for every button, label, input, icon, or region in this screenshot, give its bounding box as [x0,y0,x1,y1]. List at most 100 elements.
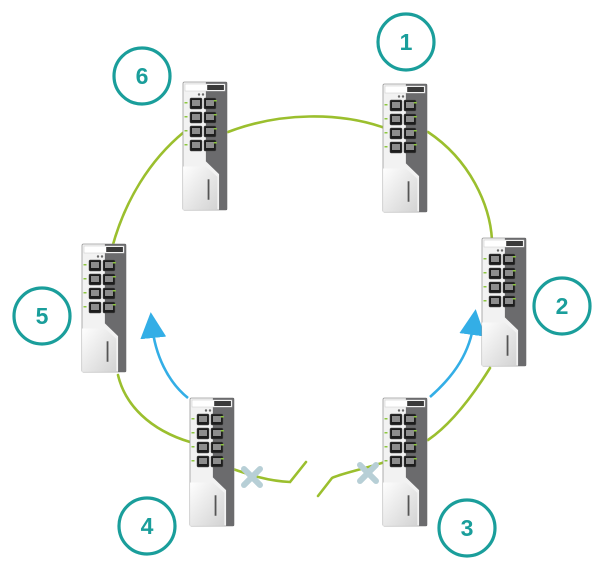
link-led-icon [413,430,417,432]
led-icon [208,409,212,412]
brand-logo-icon [506,241,523,246]
link-led-icon [112,304,116,306]
model-label-mark [407,181,410,202]
ethernet-port-icon [502,295,516,308]
led-icon [201,93,205,96]
link-led-icon [413,116,417,118]
model-label-mark [207,179,210,200]
ethernet-port-icon [502,267,516,280]
redirect-arrows [140,309,486,400]
switch-2 [481,237,527,367]
link-led-icon [512,284,516,286]
ethernet-port-icon [88,287,102,300]
brand-logo-icon [207,85,224,90]
switch-brand-strip [483,239,525,248]
link-2-3 [426,366,492,442]
link-1-2 [426,130,494,242]
node-number-label: 1 [400,29,413,55]
link-break-marks [241,462,379,488]
arrow-3-to-2 [429,309,486,398]
link-led-icon [220,416,224,418]
model-label-mark [106,341,109,362]
ethernet-port-icon [488,267,502,280]
x-mark-icon [357,462,379,484]
link-4-5 [116,373,192,444]
link-led-icon [83,292,87,294]
ethernet-port-icon [189,111,203,124]
switch-front-panel [383,168,418,212]
ethernet-port-icon [389,99,403,112]
link-led-icon [413,416,417,418]
ethernet-port-icon [389,113,403,126]
link-led-icon [483,258,487,260]
ethernet-port-icon [210,427,224,440]
ethernet-port-icon [102,301,116,314]
link-led-icon [213,100,217,102]
ethernet-port-icon [88,259,102,272]
link-led-icon [83,306,87,308]
link-led-icon [112,276,116,278]
link-led-icon [191,446,195,448]
ethernet-port-icon [210,441,224,454]
ethernet-port-icon [88,301,102,314]
link-led-icon [384,118,388,120]
ethernet-port-icon [403,127,417,140]
link-led-icon [83,278,87,280]
ethernet-port-icon [189,125,203,138]
link-led-icon [413,458,417,460]
ethernet-port-icon [203,125,217,138]
link-led-icon [413,144,417,146]
ethernet-port-icon [203,97,217,110]
ethernet-port-icon [488,253,502,266]
ethernet-port-icon [196,427,210,440]
switch-5 [81,243,127,373]
switch-front-panel [190,482,225,526]
ethernet-port-icon [210,413,224,426]
led-icon [204,409,208,412]
link-led-icon [184,144,188,146]
ethernet-port-icon [88,273,102,286]
ethernet-port-icon [389,427,403,440]
ethernet-port-icon [102,273,116,286]
link-led-icon [512,270,516,272]
node-badge-4: 4 [117,496,177,556]
link-5-6 [110,130,186,250]
switch-brand-strip [384,399,426,408]
led-icon [397,409,401,412]
led-icon [397,95,401,98]
node-number-label: 3 [461,515,474,541]
link-led-icon [483,300,487,302]
link-led-icon [384,432,388,434]
ethernet-port-icon [389,441,403,454]
switch-brand-strip [83,245,125,254]
led-icon [96,255,100,258]
ethernet-port-icon [488,281,502,294]
switch-4 [189,397,235,527]
arrow-4-to-5 [140,312,189,400]
switch-brand-strip [384,85,426,94]
link-led-icon [191,432,195,434]
link-led-icon [384,460,388,462]
link-led-icon [384,446,388,448]
link-led-icon [112,262,116,264]
model-label-mark [214,495,217,516]
switch-front-panel [383,482,418,526]
ethernet-port-icon [389,127,403,140]
ethernet-port-icon [196,413,210,426]
node-number-label: 4 [141,513,154,539]
link-led-icon [184,130,188,132]
ethernet-port-icon [502,281,516,294]
link-led-icon [384,104,388,106]
node-badge-2: 2 [532,276,592,336]
link-led-icon [413,444,417,446]
link-led-icon [213,128,217,130]
model-label-mark [506,335,509,356]
ethernet-port-icon [389,413,403,426]
link-led-icon [112,290,116,292]
node-number-label: 5 [36,303,49,329]
link-led-icon [83,264,87,266]
brand-logo-icon [106,247,123,252]
ethernet-port-icon [102,287,116,300]
led-icon [496,249,500,252]
ring-links [110,115,494,498]
